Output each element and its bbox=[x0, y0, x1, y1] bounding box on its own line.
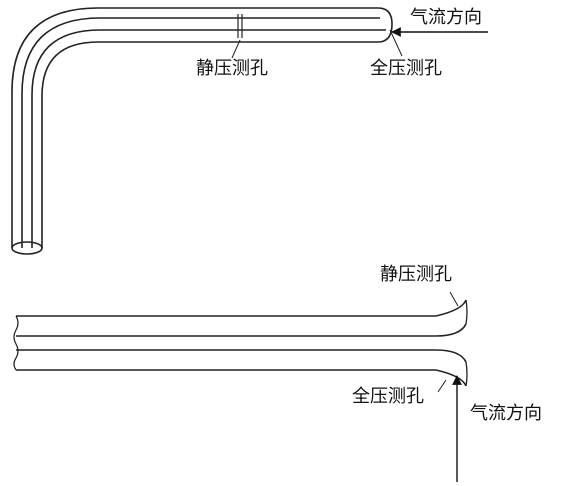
airflow-label-bottom: 气流方向 bbox=[470, 403, 542, 424]
total-port-label-top: 全压测孔 bbox=[370, 58, 442, 79]
l-shaped-pitot-tube bbox=[11, 7, 403, 255]
static-port-label-bottom: 静压测孔 bbox=[380, 264, 452, 285]
tube-inner-line-1 bbox=[21, 17, 380, 248]
airflow-label-top: 气流方向 bbox=[410, 7, 482, 28]
total-port-leader bbox=[389, 29, 403, 57]
total-port-leader-bottom bbox=[437, 379, 447, 393]
nose-tip-upper bbox=[465, 299, 468, 325]
nose-upper-inner bbox=[435, 323, 467, 337]
straight-pitot-tube bbox=[13, 291, 468, 393]
nose-lower-flare bbox=[435, 369, 467, 387]
tube-outer-wall bbox=[11, 7, 393, 248]
tube-inner-line-2 bbox=[31, 29, 386, 248]
nose-tip-lower bbox=[465, 361, 468, 387]
static-port-leader-bottom bbox=[449, 291, 459, 307]
static-port-label-top: 静压测孔 bbox=[196, 58, 268, 79]
nose-upper-flare bbox=[435, 299, 467, 317]
total-port-label-bottom: 全压测孔 bbox=[352, 386, 424, 407]
tube-cut-end bbox=[13, 315, 19, 371]
nose-lower-inner bbox=[435, 349, 467, 363]
static-port-leader bbox=[231, 39, 241, 59]
tube-open-end bbox=[11, 241, 43, 255]
